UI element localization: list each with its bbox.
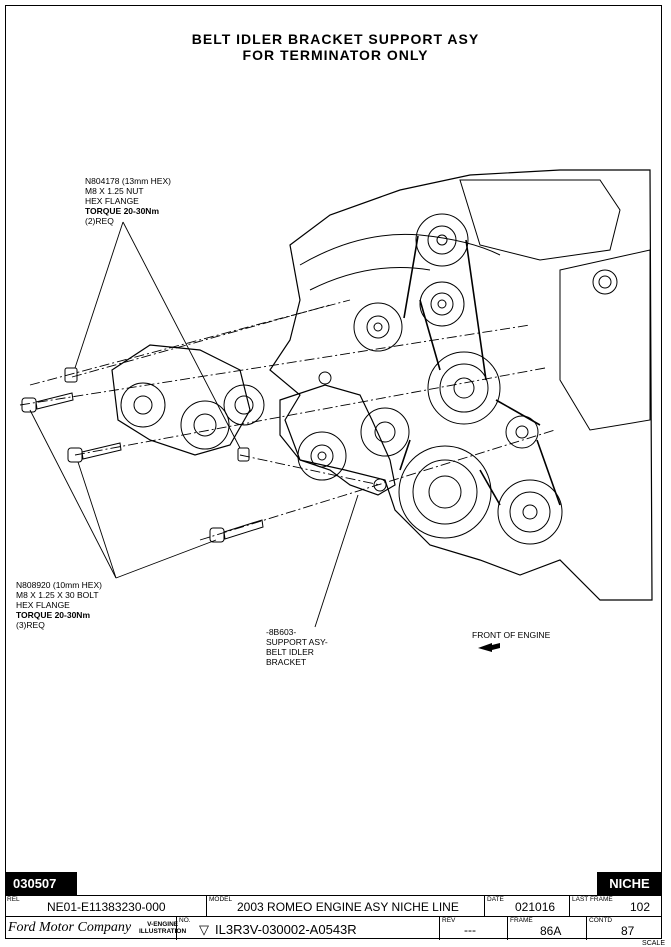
ford-logo: Ford Motor Company bbox=[8, 920, 132, 935]
scale-label: SCALE bbox=[642, 940, 665, 947]
niche-badge: NICHE bbox=[597, 872, 662, 895]
nut-lower bbox=[237, 447, 250, 462]
removed-idler-pulley-1 bbox=[120, 382, 166, 428]
valve-cover-right bbox=[559, 249, 651, 431]
idler-pulley-left bbox=[353, 302, 403, 352]
frame-cell: FRAME 86A bbox=[508, 916, 587, 940]
diagram-title: BELT IDLER BRACKET SUPPORT ASY bbox=[191, 31, 480, 47]
removed-idler-bracket bbox=[111, 344, 251, 456]
no-cell: NO. ▽ IL3R3V-030002-A0543R bbox=[177, 916, 440, 940]
model-value: 2003 ROMEO ENGINE ASY NICHE LINE bbox=[237, 900, 459, 914]
bracket-idler-pulley bbox=[297, 431, 347, 481]
bolt-callout: N808920 (10mm HEX) M8 X 1.25 X 30 BOLT H… bbox=[16, 580, 102, 630]
small-idler-pulley bbox=[505, 415, 539, 449]
alternator-pulley bbox=[360, 407, 410, 457]
illustration-number: IL3R3V-030002-A0543R bbox=[215, 922, 357, 937]
bracket-callout: -8B603- SUPPORT ASY- BELT IDLER BRACKET bbox=[266, 627, 328, 667]
bolt-3 bbox=[209, 519, 264, 543]
oil-cap bbox=[592, 269, 618, 295]
removed-idler-pulley-2 bbox=[180, 400, 230, 450]
leader-lines bbox=[29, 221, 359, 628]
serpentine-belt bbox=[399, 235, 561, 506]
triangle-icon: ▽ bbox=[199, 922, 209, 937]
date-value: 021016 bbox=[515, 900, 556, 914]
bracket-hole-upper bbox=[318, 371, 332, 385]
nut-callout: N804178 (13mm HEX) M8 X 1.25 NUT HEX FLA… bbox=[85, 176, 171, 226]
power-steering-pulley bbox=[497, 479, 563, 545]
contd-value: 87 bbox=[621, 924, 635, 938]
rev-cell: REV --- bbox=[440, 916, 508, 940]
tensioner-pulley bbox=[419, 281, 465, 327]
supercharger bbox=[459, 179, 621, 261]
crankshaft-damper bbox=[398, 445, 492, 539]
illustration-code: 030507 bbox=[5, 872, 77, 895]
nut-upper bbox=[64, 367, 78, 383]
upper-idler-pulley bbox=[415, 213, 469, 267]
bolt-1 bbox=[21, 392, 74, 413]
front-of-engine-label: FRONT OF ENGINE bbox=[472, 630, 551, 640]
intake-manifold bbox=[299, 233, 501, 291]
drawing-frame bbox=[5, 5, 662, 939]
last-frame-cell: LAST FRAME 102 bbox=[572, 896, 651, 914]
alignment-lines bbox=[19, 299, 556, 541]
rel-value: NE01-E11383230-000 bbox=[47, 900, 166, 914]
removed-idler-pulley-3 bbox=[223, 384, 265, 426]
date-cell: DATE 021016 bbox=[485, 896, 570, 916]
title-block: REL NE01-E11383230-000 MODEL 2003 ROMEO … bbox=[5, 895, 662, 940]
water-pump-pulley bbox=[427, 351, 501, 425]
frame-value: 86A bbox=[540, 924, 562, 938]
idler-bracket-support bbox=[279, 384, 396, 496]
logo-cell: Ford Motor Company V-ENGINE ILLUSTRATION bbox=[5, 916, 186, 940]
contd-cell: CONTD 87 bbox=[587, 916, 662, 940]
rev-value: --- bbox=[464, 923, 476, 937]
last-frame-value: 102 bbox=[630, 900, 651, 914]
model-cell: MODEL 2003 ROMEO ENGINE ASY NICHE LINE bbox=[207, 896, 485, 916]
bolt-2 bbox=[67, 442, 122, 463]
bracket-hole-lower bbox=[373, 478, 387, 492]
v-engine-illustration-logo: V-ENGINE ILLUSTRATION bbox=[139, 921, 187, 935]
rel-cell: REL NE01-E11383230-000 bbox=[5, 896, 207, 916]
front-arrow-icon bbox=[478, 643, 500, 652]
diagram-subtitle: FOR TERMINATOR ONLY bbox=[242, 47, 429, 63]
engine-block-outline bbox=[269, 169, 653, 601]
